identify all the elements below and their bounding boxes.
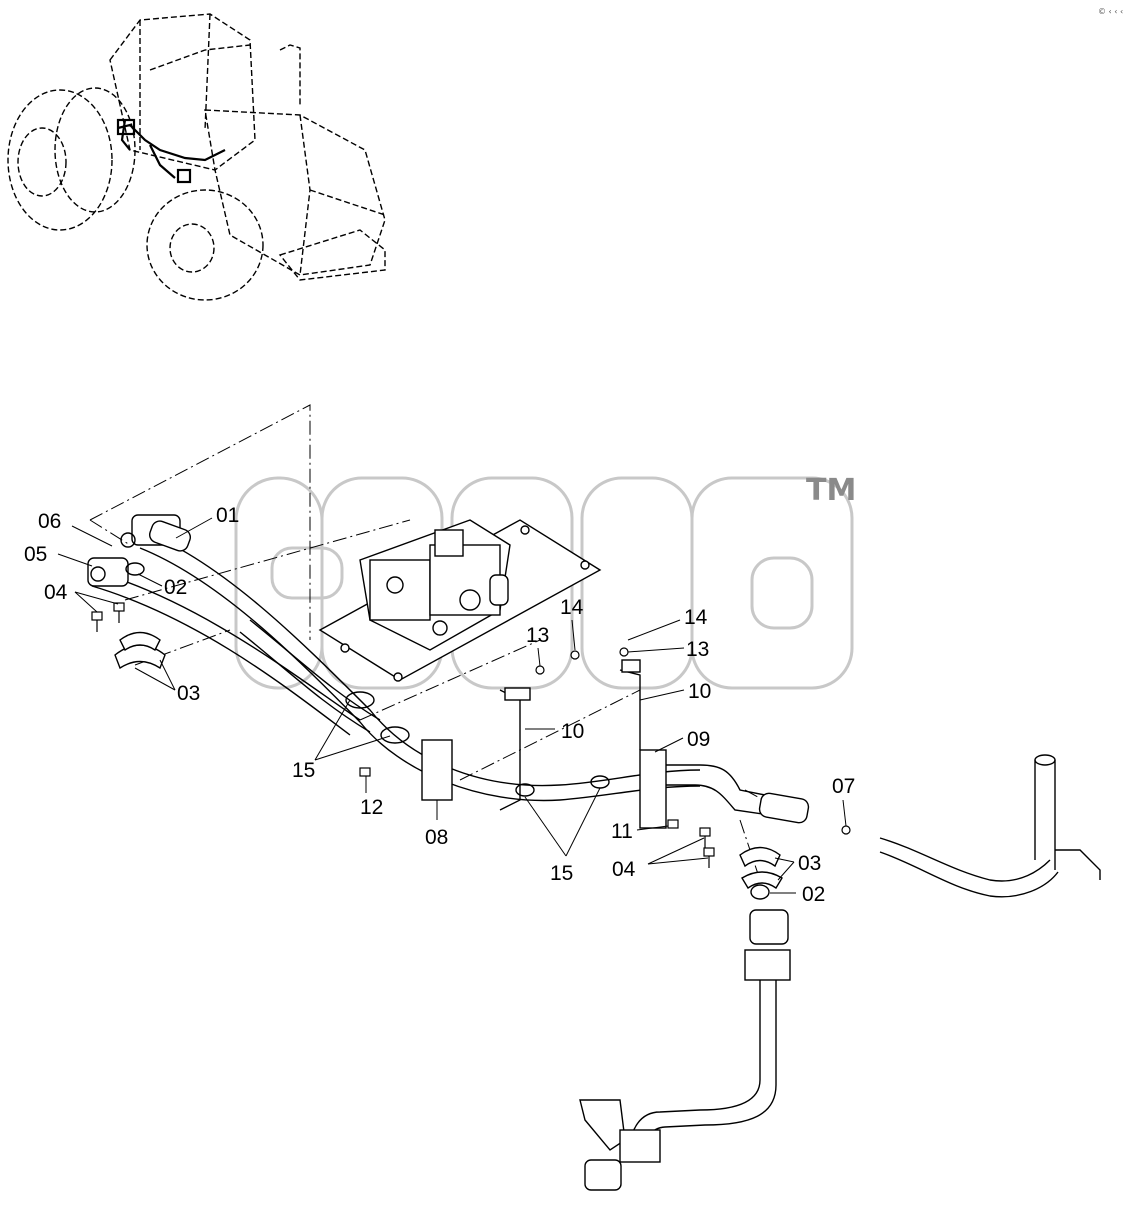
callout-06: 06 [38,510,61,533]
callout-10-left: 10 [561,720,584,743]
callout-03-left: 03 [177,682,200,705]
corner-mark: © ‹ ‹ ‹ [1098,7,1123,16]
leader-lines [57,517,847,894]
callout-04-left: 04 [44,581,68,604]
lower-hose-icon [579,909,791,1191]
callout-13-left: 13 [526,624,549,647]
control-valve-icon [318,519,602,682]
callout-11: 11 [611,820,633,843]
clamp-icon [114,562,783,900]
callout-09: 09 [687,728,710,751]
assembly-guide-lines [89,404,801,881]
callout-07: 07 [832,775,855,798]
hydraulic-hose-icon [87,514,701,802]
callout-15-right: 15 [550,862,573,885]
callout-14-left: 14 [560,596,584,619]
bolt-icon [91,602,851,868]
callout-03-right: 03 [798,852,821,875]
callout-12: 12 [360,796,383,819]
callout-14-right: 14 [684,606,708,629]
callout-02-upper: 02 [164,576,187,599]
callout-15-left: 15 [292,759,315,782]
callout-08: 08 [425,826,448,849]
callout-13-right: 13 [686,638,709,661]
callout-04-right: 04 [612,858,636,881]
callout-labels: 01 02 02 03 03 04 04 05 06 07 08 09 10 1… [24,504,855,906]
tractor-overview-icon [7,13,386,301]
tractor-highlighted-harness-icon [116,118,226,184]
bracket-icon [421,659,667,829]
watermark-trademark: TM [806,473,856,508]
return-hose-icon [650,754,1101,898]
callout-01: 01 [216,504,239,527]
callout-05: 05 [24,543,47,566]
callout-10-right: 10 [688,680,711,703]
callout-02-lower: 02 [802,883,825,906]
